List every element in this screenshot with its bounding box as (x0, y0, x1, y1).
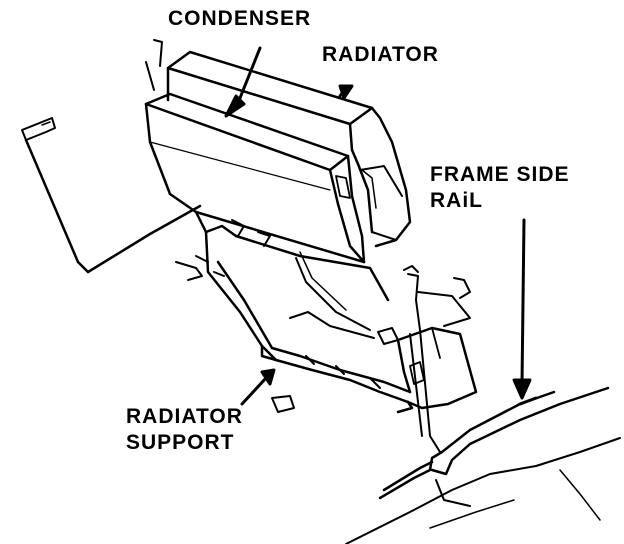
label-condenser: CONDENSER (168, 7, 312, 30)
radiator-arrowhead (338, 84, 354, 100)
leader-arrows (224, 46, 532, 406)
label-radiator-support-line-2: SUPPORT (126, 431, 235, 454)
radiator-support-frame (194, 210, 414, 414)
frame-rail-leader-line (520, 218, 526, 386)
support-leader-line (240, 376, 268, 406)
label-frame-side-rail-line-1: FRAME SIDE (430, 163, 570, 186)
frame-side-rail (345, 386, 621, 544)
frame-rail-arrowhead (512, 378, 532, 400)
support-arrowhead (260, 368, 276, 386)
mounting-hardware (145, 39, 471, 413)
label-frame-side-rail-line-2: RAiL (430, 189, 483, 212)
left-shroud-panel (21, 117, 202, 274)
condenser-arrowhead (224, 94, 246, 118)
condenser-core (144, 92, 366, 264)
label-radiator-support: RADIATOR SUPPORT (126, 404, 243, 456)
label-radiator: RADIATOR (322, 43, 439, 66)
radiator-core (166, 50, 412, 248)
lower-bracket (396, 326, 478, 453)
label-radiator-support-line-1: RADIATOR (126, 405, 243, 428)
label-frame-side-rail: FRAME SIDE RAiL (430, 162, 570, 214)
